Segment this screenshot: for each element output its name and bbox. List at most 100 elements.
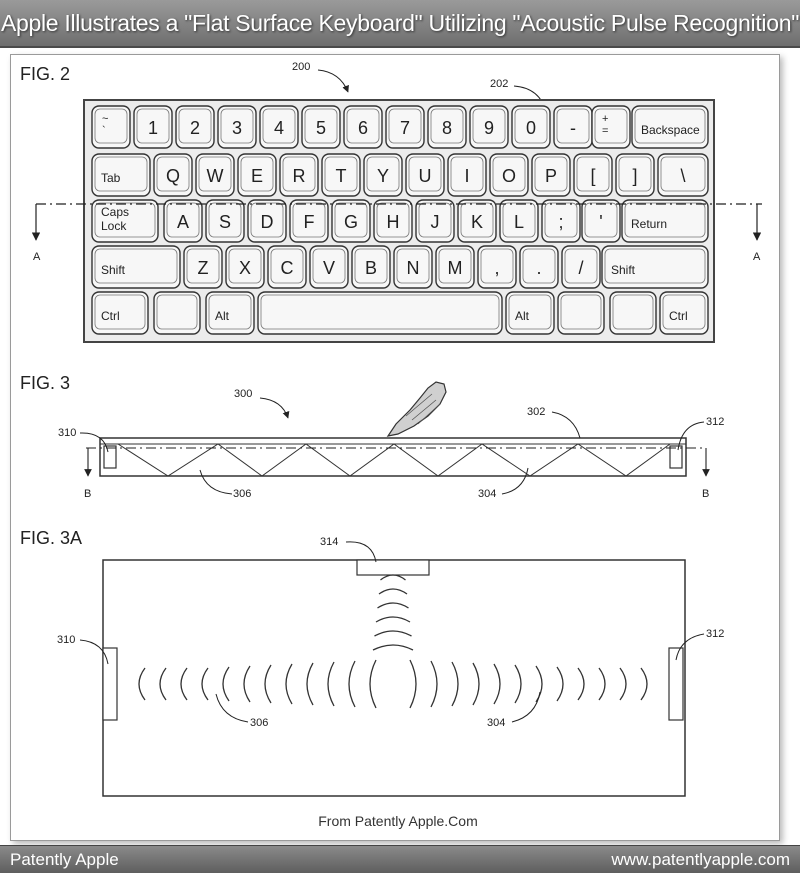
key-label: S bbox=[219, 212, 231, 232]
ref-300-arrow bbox=[259, 397, 290, 419]
fig3-label: FIG. 3 bbox=[20, 373, 70, 393]
wave-arc-right bbox=[409, 659, 417, 709]
key-label: L bbox=[514, 212, 524, 232]
source-caption: From Patently Apple.Com bbox=[318, 813, 478, 829]
key-outline bbox=[257, 291, 503, 335]
ref-304-leader bbox=[501, 467, 529, 495]
key-inner-bevel bbox=[250, 202, 284, 238]
key: Tab bbox=[91, 153, 151, 197]
ref-306a-leader bbox=[215, 693, 249, 723]
ref-314: 314 bbox=[320, 536, 338, 548]
key-outline bbox=[309, 245, 349, 289]
key-label: Backspace bbox=[641, 123, 700, 137]
key-outline bbox=[301, 105, 341, 149]
key: . bbox=[519, 245, 559, 289]
key-outline bbox=[91, 153, 151, 197]
key-outline bbox=[561, 245, 601, 289]
key-label: M bbox=[448, 258, 463, 278]
key: Z bbox=[183, 245, 223, 289]
section-label-a-right: A bbox=[753, 251, 761, 263]
key-outline bbox=[195, 153, 235, 197]
key: Ctrl bbox=[659, 291, 709, 335]
key-inner-bevel bbox=[94, 248, 178, 284]
key-label: P bbox=[545, 166, 557, 186]
key-label: 4 bbox=[274, 118, 284, 138]
key-outline bbox=[267, 245, 307, 289]
key-inner-bevel bbox=[304, 108, 338, 144]
key: 5 bbox=[301, 105, 341, 149]
wave-arc-left bbox=[243, 665, 251, 703]
key: H bbox=[373, 199, 413, 243]
key-inner-bevel bbox=[334, 202, 368, 238]
key-outline bbox=[531, 153, 571, 197]
key-label: J bbox=[431, 212, 440, 232]
key-label: ` bbox=[102, 125, 106, 137]
key: R bbox=[279, 153, 319, 197]
key-outline bbox=[435, 245, 475, 289]
key-label: 2 bbox=[190, 118, 200, 138]
ref-312-fig3: 312 bbox=[706, 416, 724, 428]
title-bar: Apple Illustrates a "Flat Surface Keyboa… bbox=[0, 0, 800, 48]
key-outline bbox=[631, 105, 709, 149]
wave-arc-right bbox=[556, 666, 564, 702]
key-inner-bevel bbox=[208, 202, 242, 238]
key: F bbox=[289, 199, 329, 243]
key-label: - bbox=[570, 118, 576, 138]
key-outline bbox=[321, 153, 361, 197]
key-label: W bbox=[207, 166, 224, 186]
key bbox=[257, 291, 503, 335]
key-outline bbox=[393, 245, 433, 289]
key-inner-bevel bbox=[624, 202, 706, 238]
key: Alt bbox=[505, 291, 555, 335]
ref-306-fig3a: 306 bbox=[250, 717, 268, 729]
wave-arc-right bbox=[451, 661, 459, 707]
key-outline bbox=[163, 199, 203, 243]
key-outline bbox=[447, 153, 487, 197]
wave-arc-left bbox=[159, 667, 167, 701]
key-inner-bevel bbox=[136, 108, 170, 144]
key: Alt bbox=[205, 291, 255, 335]
key-outline bbox=[205, 291, 255, 335]
wave-arc-right bbox=[430, 660, 438, 708]
key-label: V bbox=[323, 258, 335, 278]
key: O bbox=[489, 153, 529, 197]
fig2-label: FIG. 2 bbox=[20, 64, 70, 84]
wave-arc-left bbox=[369, 659, 377, 709]
key-inner-bevel bbox=[312, 248, 346, 284]
key-inner-bevel bbox=[408, 156, 442, 192]
key-outline bbox=[279, 153, 319, 197]
key-outline bbox=[457, 199, 497, 243]
key: U bbox=[405, 153, 445, 197]
key-outline bbox=[615, 153, 655, 197]
key-label: Caps bbox=[101, 205, 129, 219]
key-label: 7 bbox=[400, 118, 410, 138]
key: K bbox=[457, 199, 497, 243]
sensor-310-top-box bbox=[102, 647, 118, 721]
key-inner-bevel bbox=[662, 294, 706, 330]
key: D bbox=[247, 199, 287, 243]
key: ' bbox=[581, 199, 621, 243]
key-outline bbox=[91, 245, 181, 289]
key-label: 6 bbox=[358, 118, 368, 138]
key: L bbox=[499, 199, 539, 243]
wave-arc-left bbox=[285, 663, 293, 705]
key-outline bbox=[427, 105, 467, 149]
key-outline bbox=[183, 245, 223, 289]
key-label: ' bbox=[599, 212, 602, 232]
key-inner-bevel bbox=[634, 108, 706, 144]
key-inner-bevel bbox=[534, 156, 568, 192]
ref-314-leader bbox=[345, 541, 377, 563]
key-outline bbox=[373, 199, 413, 243]
key-label: O bbox=[502, 166, 516, 186]
wave-arc-left bbox=[201, 667, 209, 701]
key-label: 3 bbox=[232, 118, 242, 138]
key-inner-bevel bbox=[544, 202, 578, 238]
key-inner-bevel bbox=[346, 108, 380, 144]
key-label: K bbox=[471, 212, 483, 232]
wave-arc-up bbox=[372, 644, 414, 651]
key-inner-bevel bbox=[220, 108, 254, 144]
key-label: 1 bbox=[148, 118, 158, 138]
key-outline bbox=[581, 199, 621, 243]
